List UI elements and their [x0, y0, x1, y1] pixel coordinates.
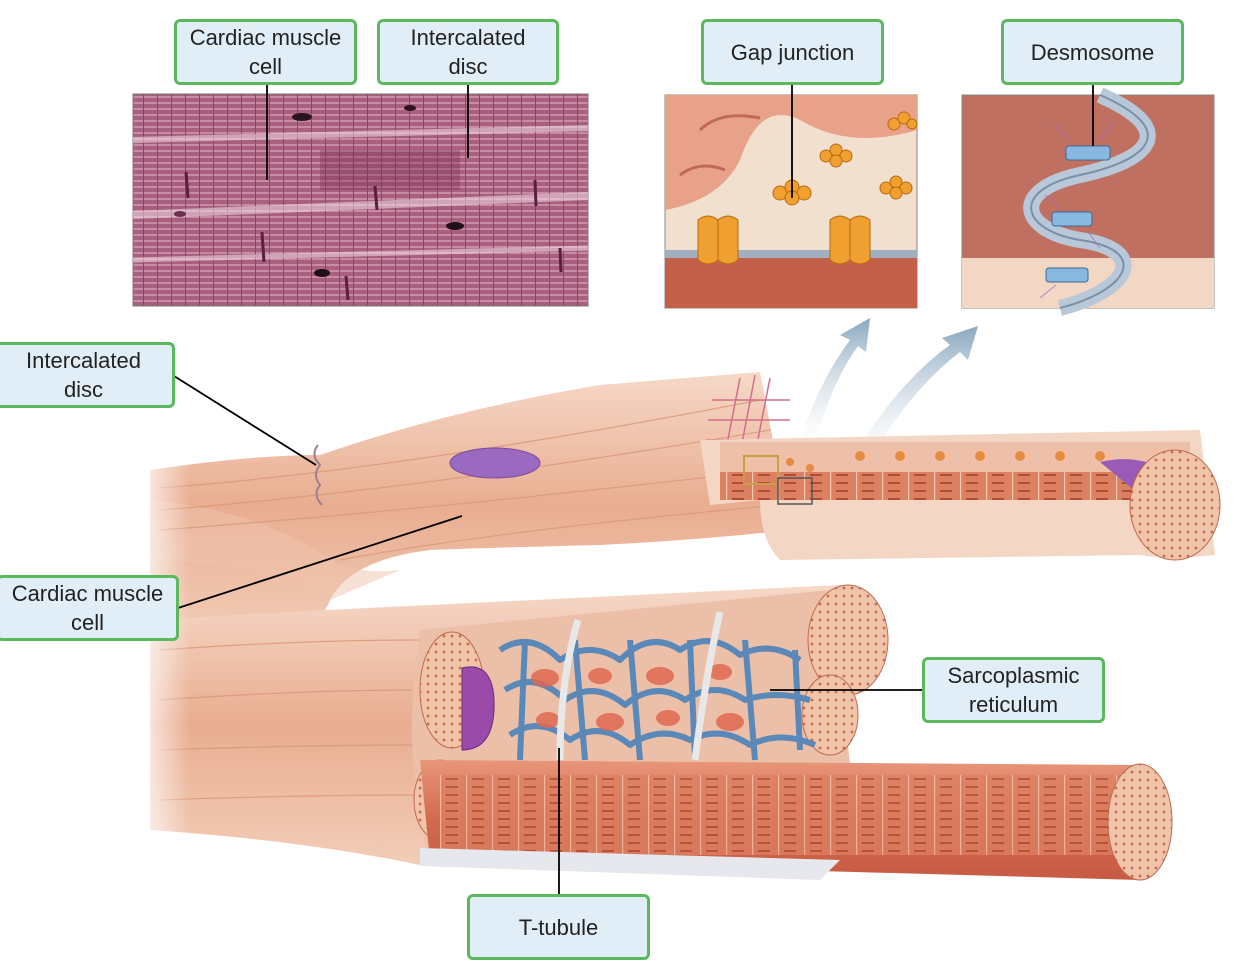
lower-muscle-fiber [150, 584, 1173, 881]
label-text: T-tubule [518, 914, 599, 940]
label-text: Cardiac muscle cell [189, 25, 342, 79]
label-desmosome: Desmosome [1001, 19, 1184, 85]
zoom-arrows [800, 318, 978, 462]
label-text: Intercalated disc [410, 25, 526, 79]
label-text: Intercalated disc [26, 348, 141, 402]
label-t-tubule: T-tubule [467, 894, 650, 960]
label-text: Gap junction [730, 39, 855, 65]
label-text: Desmosome [1030, 39, 1155, 65]
label-intercalated-disc-left: Intercalated disc [0, 342, 175, 408]
leader-lines [173, 84, 1094, 894]
upper-cut-fiber [700, 430, 1221, 561]
micrograph-panel [132, 93, 589, 307]
label-intercalated-disc-top: Intercalated disc [377, 19, 559, 85]
label-gap-junction: Gap junction [701, 19, 884, 85]
label-cardiac-muscle-cell-top: Cardiac muscle cell [174, 19, 357, 85]
label-text: Cardiac muscle cell [11, 581, 164, 635]
gap-junction-panel [664, 94, 918, 309]
label-text: Sarcoplasmic reticulum [947, 663, 1080, 717]
label-cardiac-muscle-cell-left: Cardiac muscle cell [0, 575, 179, 641]
reticulum-network [498, 638, 817, 761]
desmosome-panel [961, 87, 1215, 316]
upper-muscle-fiber [150, 372, 790, 640]
t-tubules [556, 611, 724, 761]
label-sarcoplasmic-reticulum: Sarcoplasmic reticulum [922, 657, 1105, 723]
